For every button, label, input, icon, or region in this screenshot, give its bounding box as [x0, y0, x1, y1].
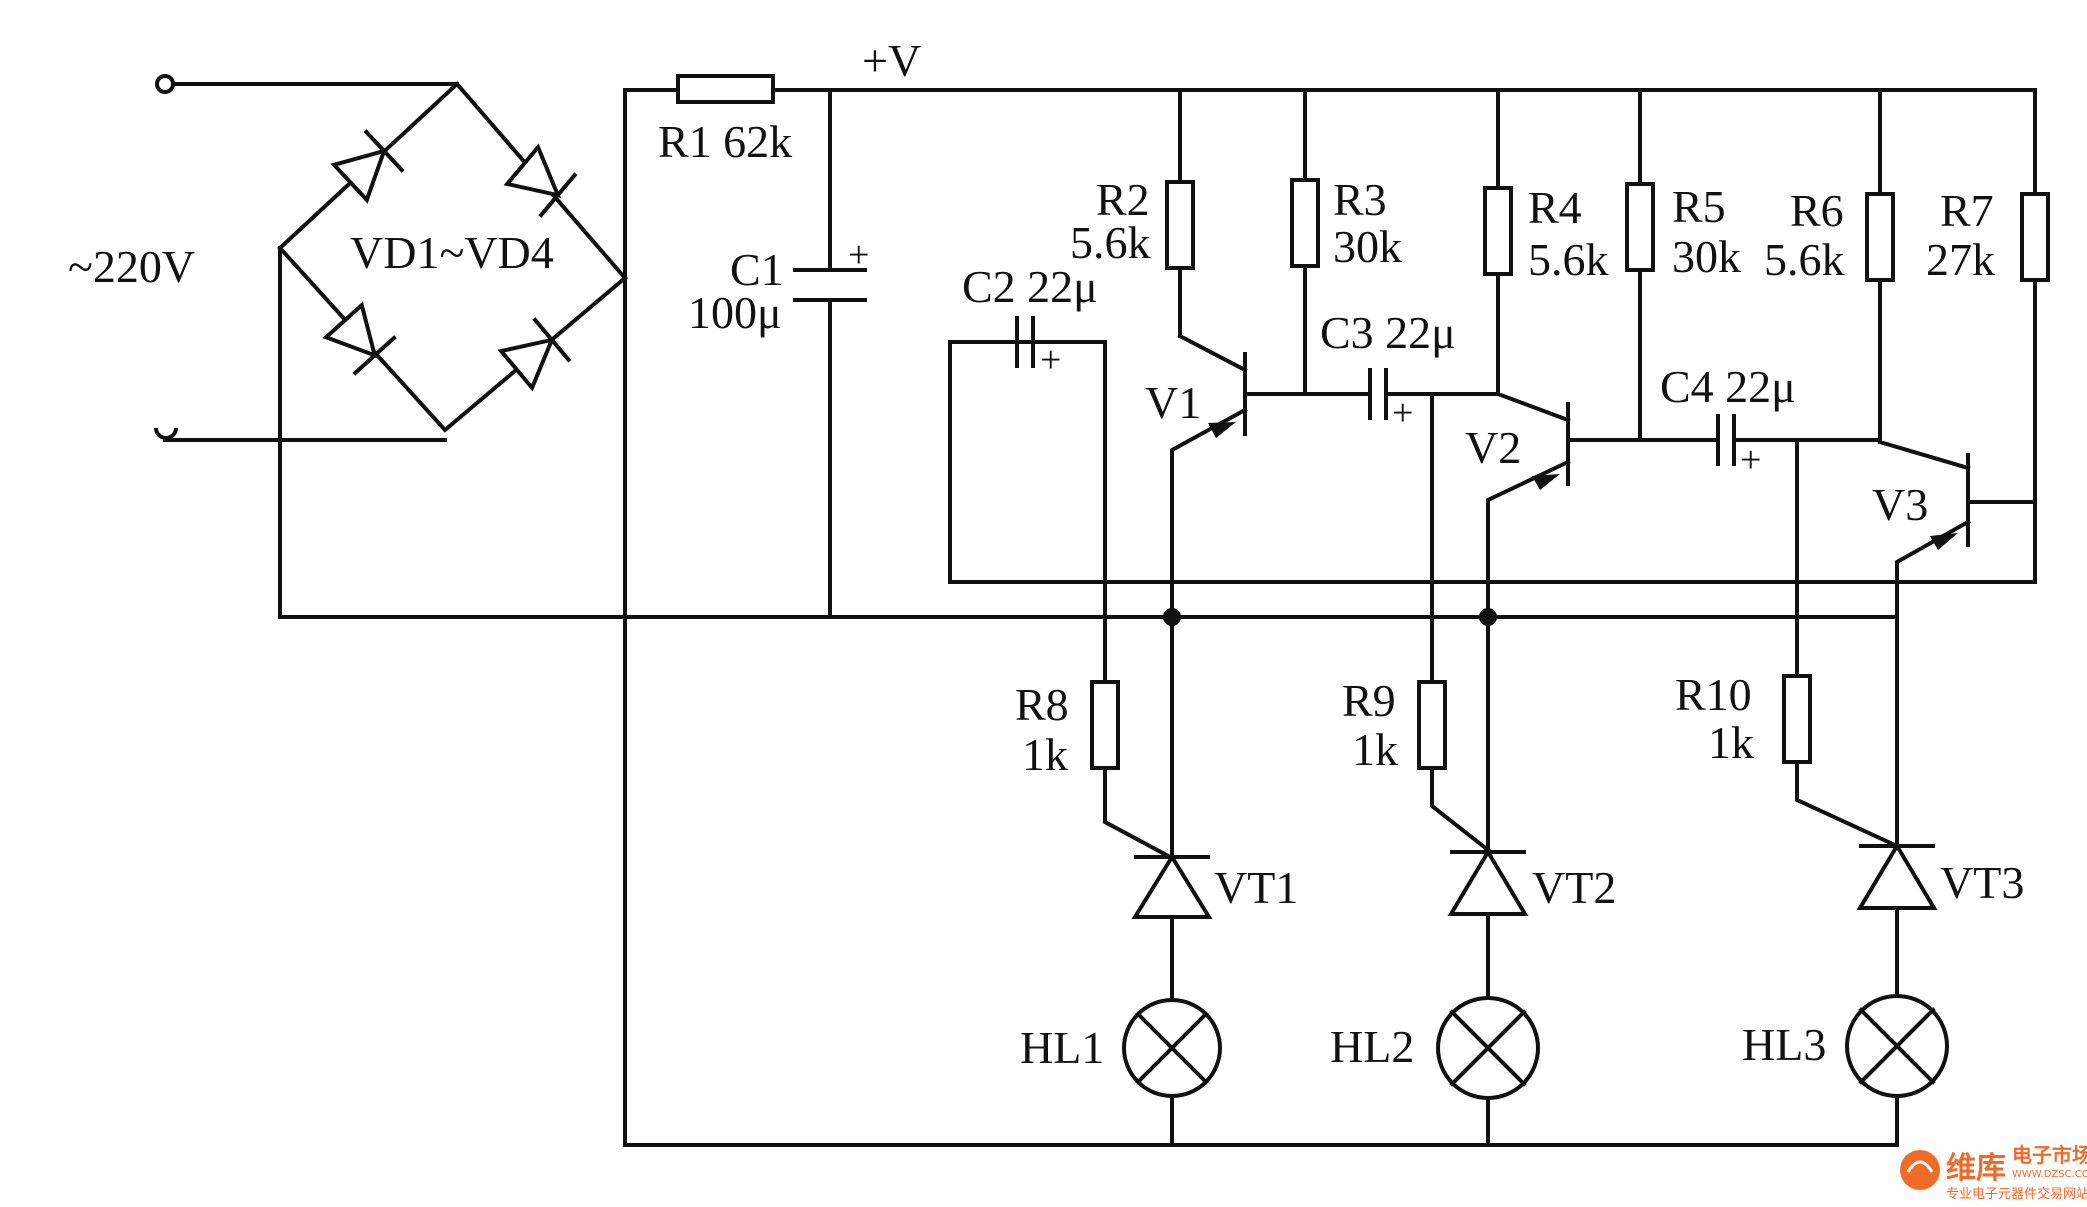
- thyristor-vt2: VT2: [1447, 615, 1616, 1002]
- v3-label: V3: [1872, 479, 1928, 530]
- ac-input: ~220V: [68, 74, 459, 442]
- transistor-v3: V3: [1795, 438, 1971, 708]
- watermark-name: 电子市场网: [2012, 1143, 2087, 1167]
- c4-label: C4 22μ: [1660, 361, 1796, 412]
- vt1-label: VT1: [1214, 862, 1298, 913]
- resistor-r7: R7 27k: [1926, 185, 2050, 504]
- r3-value-label: 30k: [1333, 221, 1402, 272]
- capacitor-c1: + C1 100μ: [688, 88, 869, 619]
- ac-terminal-top: [155, 74, 175, 94]
- bridge-label: VD1~VD4: [350, 227, 554, 278]
- c3-plus-sign: +: [1392, 392, 1413, 434]
- r8-value-label: 1k: [1022, 729, 1068, 780]
- c2-plus-sign: +: [1040, 339, 1061, 381]
- c1-plus-sign: +: [848, 234, 869, 276]
- capacitor-c2: + C2 22μ: [948, 261, 1105, 584]
- r2-value-label: 5.6k: [1070, 217, 1151, 268]
- transistor-v1: V1: [1103, 333, 1248, 708]
- r4-name-label: R4: [1528, 182, 1582, 233]
- r1-label: R1 62k: [658, 116, 792, 167]
- thyristor-vt3: VT3: [1856, 615, 2024, 998]
- v2-label: V2: [1465, 422, 1521, 473]
- r10-name-label: R10: [1675, 669, 1752, 720]
- lamp-hl3: HL3: [1742, 994, 1949, 1147]
- watermark-url: WWW.DZSC.COM: [2012, 1169, 2087, 1180]
- r8-name-label: R8: [1015, 679, 1069, 730]
- r2-name-label: R2: [1096, 174, 1150, 225]
- resistor-r8: R8 1k: [1015, 679, 1175, 861]
- c1-value-label: 100μ: [688, 287, 782, 338]
- hl2-label: HL2: [1330, 1021, 1414, 1072]
- resistor-r2: R2 5.6k: [1070, 88, 1195, 338]
- r9-value-label: 1k: [1352, 724, 1398, 775]
- diode-vd1: [330, 129, 405, 204]
- resistor-r9: R9 1k: [1342, 675, 1491, 853]
- watermark-tagline: 专业电子元器件交易网站: [1946, 1186, 2087, 1202]
- r3-name-label: R3: [1333, 174, 1387, 225]
- r4-value-label: 5.6k: [1528, 234, 1609, 285]
- vt2-label: VT2: [1532, 862, 1616, 913]
- ac-input-label: ~220V: [68, 241, 195, 292]
- r10-value-label: 1k: [1708, 717, 1754, 768]
- vt3-label: VT3: [1940, 857, 2024, 908]
- resistor-r3: R3 30k: [1290, 88, 1402, 396]
- resistor-r5: R5 30k: [1625, 88, 1741, 442]
- c3-label: C3 22μ: [1320, 307, 1456, 358]
- capacitor-c3: + C3 22μ: [1243, 307, 1500, 434]
- resistor-r10: R10 1k: [1675, 669, 1900, 849]
- watermark-logo: 维库 电子市场网 WWW.DZSC.COM 专业电子元器件交易网站: [1900, 1143, 2087, 1202]
- diode-vd2: [503, 143, 578, 218]
- r7-value-label: 27k: [1926, 234, 1995, 285]
- resistor-r6: R6 5.6k: [1764, 88, 1895, 444]
- ac-terminal-bottom: [154, 427, 178, 440]
- c2-label: C2 22μ: [962, 261, 1098, 312]
- diode-vd4: [497, 317, 572, 392]
- resistor-r1: R1 62k: [658, 74, 792, 167]
- hl1-label: HL1: [1020, 1022, 1104, 1073]
- diode-vd3: [322, 301, 397, 376]
- bridge-rectifier: VD1~VD4: [277, 81, 1899, 620]
- r6-value-label: 5.6k: [1764, 234, 1845, 285]
- lamp-hl2: HL2: [1330, 996, 1540, 1147]
- r7-name-label: R7: [1940, 185, 1994, 236]
- r9-name-label: R9: [1342, 675, 1396, 726]
- power-rails: +V: [623, 35, 2037, 1147]
- logo-badge-icon: [1900, 1150, 1940, 1190]
- r6-name-label: R6: [1790, 185, 1844, 236]
- watermark-brand: 维库: [1946, 1151, 2006, 1186]
- c4-plus-sign: +: [1740, 439, 1761, 481]
- supply-label: +V: [862, 35, 921, 86]
- hl3-label: HL3: [1742, 1019, 1826, 1070]
- r5-value-label: 30k: [1672, 231, 1741, 282]
- transistor-v2: V2: [1430, 391, 1571, 708]
- v1-label: V1: [1145, 377, 1201, 428]
- thyristor-vt1: VT1: [1131, 615, 1298, 1002]
- resistor-r4: R4 5.6k: [1483, 88, 1609, 396]
- lamp-hl1: HL1: [1020, 998, 1222, 1147]
- capacitor-c4: + C4 22μ: [1566, 361, 1882, 481]
- c1-name-label: C1: [730, 244, 784, 295]
- r5-name-label: R5: [1672, 181, 1726, 232]
